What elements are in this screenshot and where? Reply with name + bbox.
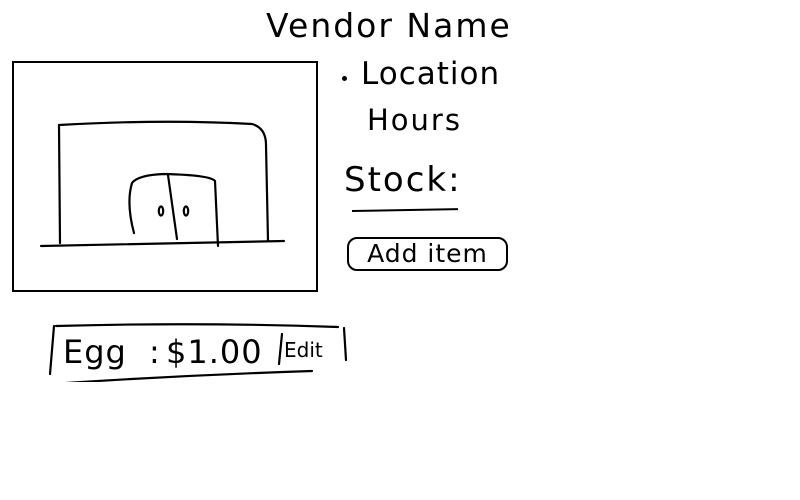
add-item-button[interactable]: Add item [347,237,508,271]
vendor-location: Location [361,56,501,92]
vendor-storefront-image [12,61,318,292]
stock-item-row: Egg : $1.00 Edit [48,322,348,382]
bullet-icon [342,76,347,81]
vendor-name-title: Vendor Name [266,6,512,45]
stock-heading: Stock: [344,160,462,200]
storefront-icon [39,120,286,248]
stock-heading-underline [351,208,459,212]
stock-row-frame [48,323,348,382]
stock-item-price: $1.00 [166,333,263,371]
stock-item-name: Egg [63,333,127,371]
stock-item-separator: : [149,333,161,371]
vendor-hours: Hours [367,103,462,137]
edit-item-button[interactable]: Edit [284,334,344,366]
